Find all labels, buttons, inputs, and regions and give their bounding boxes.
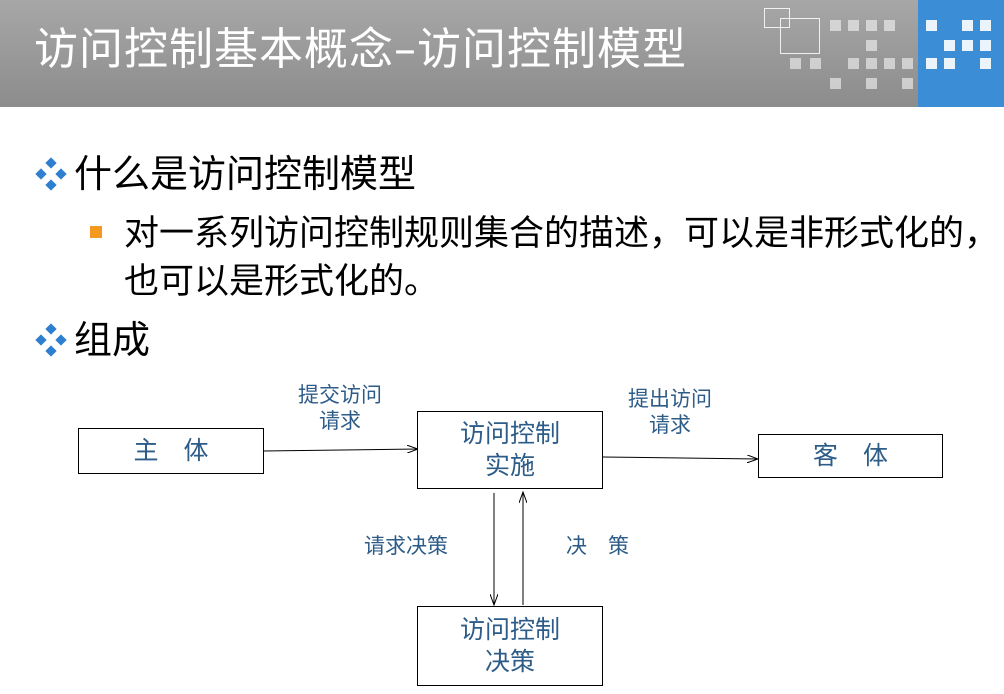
bullet-text: 组成 — [74, 318, 151, 362]
label-submit-request: 提交访问 请求 — [298, 383, 382, 433]
sub-bullet-definition: 对一系列访问控制规则集合的描述，可以是非形式化的，也可以是形式化的。 — [90, 210, 1004, 306]
header-accent-block — [918, 0, 1004, 107]
diamond-bullet-icon — [35, 157, 67, 191]
object-box: 客 体 — [758, 434, 943, 478]
label-request-decision: 请求决策 — [364, 534, 448, 558]
square-bullet-icon — [90, 226, 102, 238]
decision-box: 访问控制 决策 — [417, 606, 603, 686]
subject-box: 主 体 — [78, 428, 264, 474]
bullet-text: 什么是访问控制模型 — [74, 152, 417, 196]
slide-header: 访问控制基本概念–访问控制模型 — [0, 0, 1004, 107]
sub-bullet-text: 对一系列访问控制规则集合的描述，可以是非形式化的，也可以是形式化的。 — [124, 214, 1000, 302]
enforcement-box: 访问控制 实施 — [417, 411, 603, 489]
slide-title: 访问控制基本概念–访问控制模型 — [34, 24, 687, 75]
diamond-bullet-icon — [35, 323, 67, 357]
bullet-what-is-model: 什么是访问控制模型 — [34, 152, 416, 196]
arrow-subject-to-enforcement — [262, 449, 418, 451]
label-decision: 决 策 — [566, 534, 629, 558]
label-issue-request: 提出访问 请求 — [628, 387, 712, 437]
arrow-enforcement-to-object — [601, 457, 758, 459]
bullet-composition: 组成 — [34, 318, 150, 362]
